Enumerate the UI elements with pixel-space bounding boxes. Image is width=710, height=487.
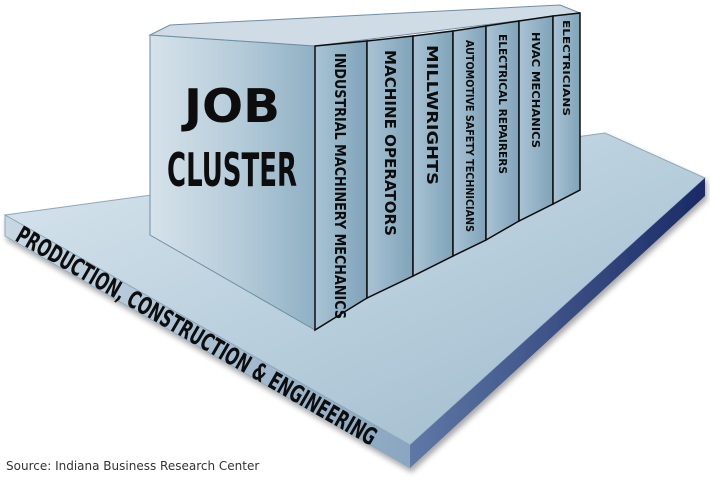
spine-label-automotive-safety-technicians: AUTOMOTIVE SAFETY TECHNICIANS	[463, 40, 476, 232]
spine-label-industrial-machinery-mechanics: INDUSTRIAL MACHINERY MECHANICS	[331, 53, 349, 319]
spine-label-machine-operators: MACHINE OPERATORS	[381, 50, 399, 236]
spine-label-electricians: ELECTRICIANS	[560, 20, 571, 116]
source-note: Source: Indiana Business Research Center	[6, 459, 260, 473]
book-top-face	[148, 4, 581, 47]
spine-label-electrical-repairers: ELECTRICAL REPAIRERS	[496, 34, 509, 174]
main-label-line1: JOB	[181, 79, 280, 133]
main-label-line2: CLUSTER	[167, 143, 297, 197]
platform-right-edge	[410, 178, 705, 468]
books: INDUSTRIAL MACHINERY MECHANICS MACHINE O…	[148, 4, 581, 332]
spine-label-millwrights: MILLWRIGHTS	[423, 45, 441, 185]
spine-label-hvac-mechanics: HVAC MECHANICS	[529, 32, 542, 148]
spine-electricians	[552, 12, 581, 206]
